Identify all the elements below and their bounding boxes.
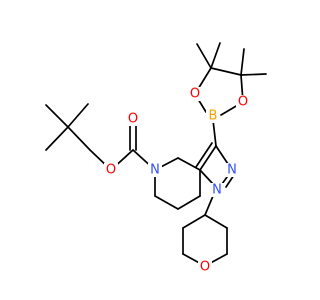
bond [154,195,179,210]
atom-b: B [206,109,220,124]
atom-label: N [227,163,237,178]
atom-label: B [209,109,218,124]
bond [45,104,69,128]
bond [67,126,91,151]
atom-o-pyran: O [198,260,212,275]
bonds [45,42,267,267]
bond [45,126,69,151]
bond [199,169,214,185]
bond [195,142,213,168]
atom-label: N [150,163,160,178]
atom-label: O [128,112,138,127]
atom-label: O [238,95,248,110]
atom-o-bor1: O [188,87,202,102]
bond [67,103,89,128]
bond [199,145,217,171]
atom-labels: N N N O O O B O [104,87,250,275]
atom-label: O [190,87,200,102]
bond [210,67,242,76]
bond [210,42,221,69]
atom-o-bor2: O [236,95,250,110]
atom-label: N [212,183,222,198]
bond [177,195,201,210]
atom-n2: N [225,163,239,178]
bond [204,195,214,216]
bond [177,157,201,171]
bond [212,119,217,147]
atom-label: O [106,163,116,178]
atom-o-ester: O [104,163,118,178]
atom-o-carbonyl: O [126,112,140,127]
bond [204,214,228,229]
bond [182,214,206,229]
bond [240,48,245,76]
atom-n1: N [210,183,224,198]
bond [240,73,267,76]
atom-label: O [200,260,210,275]
bond [196,43,212,69]
molecule-structure: N N N O O O B O [45,42,267,275]
atom-n5: N [148,163,162,178]
